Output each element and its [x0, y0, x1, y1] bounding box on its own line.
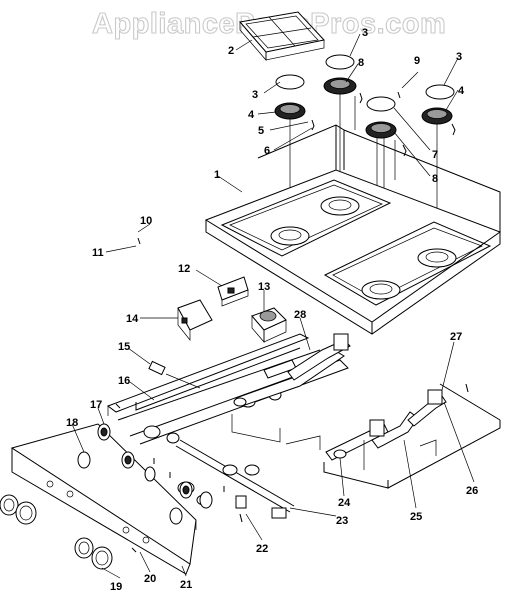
- callout-26: 26: [466, 485, 478, 497]
- callout-7: 7: [432, 149, 438, 161]
- callout-27: 27: [450, 331, 462, 343]
- callout-14: 14: [126, 313, 139, 325]
- callout-5: 5: [258, 125, 264, 137]
- callout-21: 21: [180, 579, 192, 591]
- callout-8-top: 8: [358, 57, 364, 69]
- callout-23: 23: [336, 515, 348, 527]
- callout-17: 17: [90, 399, 102, 411]
- pressure-regulator: [251, 307, 287, 343]
- burner-head-right: [421, 107, 453, 125]
- callout-25: 25: [410, 511, 422, 523]
- callout-28: 28: [294, 309, 306, 321]
- callout-8-bottom: 8: [432, 173, 438, 185]
- screws: [115, 237, 469, 553]
- callout-12: 12: [178, 263, 190, 275]
- callout-20: 20: [144, 573, 156, 585]
- igniter-electrodes: [311, 91, 456, 157]
- burner-tube-26: [407, 389, 447, 427]
- burner-tube-25: [369, 411, 419, 449]
- bracket-14: [177, 299, 213, 341]
- burner-cap-left: [275, 74, 305, 90]
- callout-labels: 1 2 3 3 3 4 4 5 6 7 8 8 9 10 11 12 13 14…: [66, 27, 478, 593]
- callout-4-left: 4: [248, 109, 255, 121]
- manifold-assembly: [106, 333, 349, 445]
- callout-18: 18: [66, 417, 78, 429]
- callout-13: 13: [258, 281, 270, 293]
- burner-head-left: [274, 102, 306, 120]
- callout-22: 22: [256, 543, 268, 555]
- burner-head-front-right: [365, 121, 397, 139]
- callout-24: 24: [338, 497, 351, 509]
- burner-tube-rear: [287, 333, 351, 381]
- control-panel: [10, 423, 197, 575]
- callout-11: 11: [92, 247, 104, 259]
- callout-15: 15: [118, 341, 130, 353]
- callout-16: 16: [118, 375, 130, 387]
- valve-manifold: [175, 439, 295, 519]
- burner-head-rear-middle: [323, 77, 357, 95]
- cooktop-base-panel: [135, 347, 501, 489]
- burner-cap-rear-middle: [325, 54, 355, 70]
- callout-10: 10: [140, 215, 152, 227]
- bracket-12: [217, 276, 249, 307]
- callout-3-right: 3: [456, 51, 462, 63]
- burner-cap-front-right: [366, 96, 396, 112]
- burner-cap-right: [425, 84, 455, 100]
- callout-3-center: 3: [252, 89, 258, 101]
- callout-1: 1: [214, 169, 220, 181]
- burner-grate: [239, 11, 325, 61]
- control-knobs: [0, 494, 113, 570]
- knob-bezels: [77, 423, 213, 525]
- callout-4-right: 4: [458, 85, 465, 97]
- callout-19: 19: [110, 581, 122, 593]
- orifice-fitting: [148, 360, 201, 389]
- callout-6: 6: [264, 145, 270, 157]
- callout-3-left: 3: [362, 27, 368, 39]
- callout-2: 2: [228, 45, 234, 57]
- maintop-cooktop: [204, 124, 502, 335]
- callout-9: 9: [414, 55, 420, 67]
- callout-leaders: [71, 33, 475, 579]
